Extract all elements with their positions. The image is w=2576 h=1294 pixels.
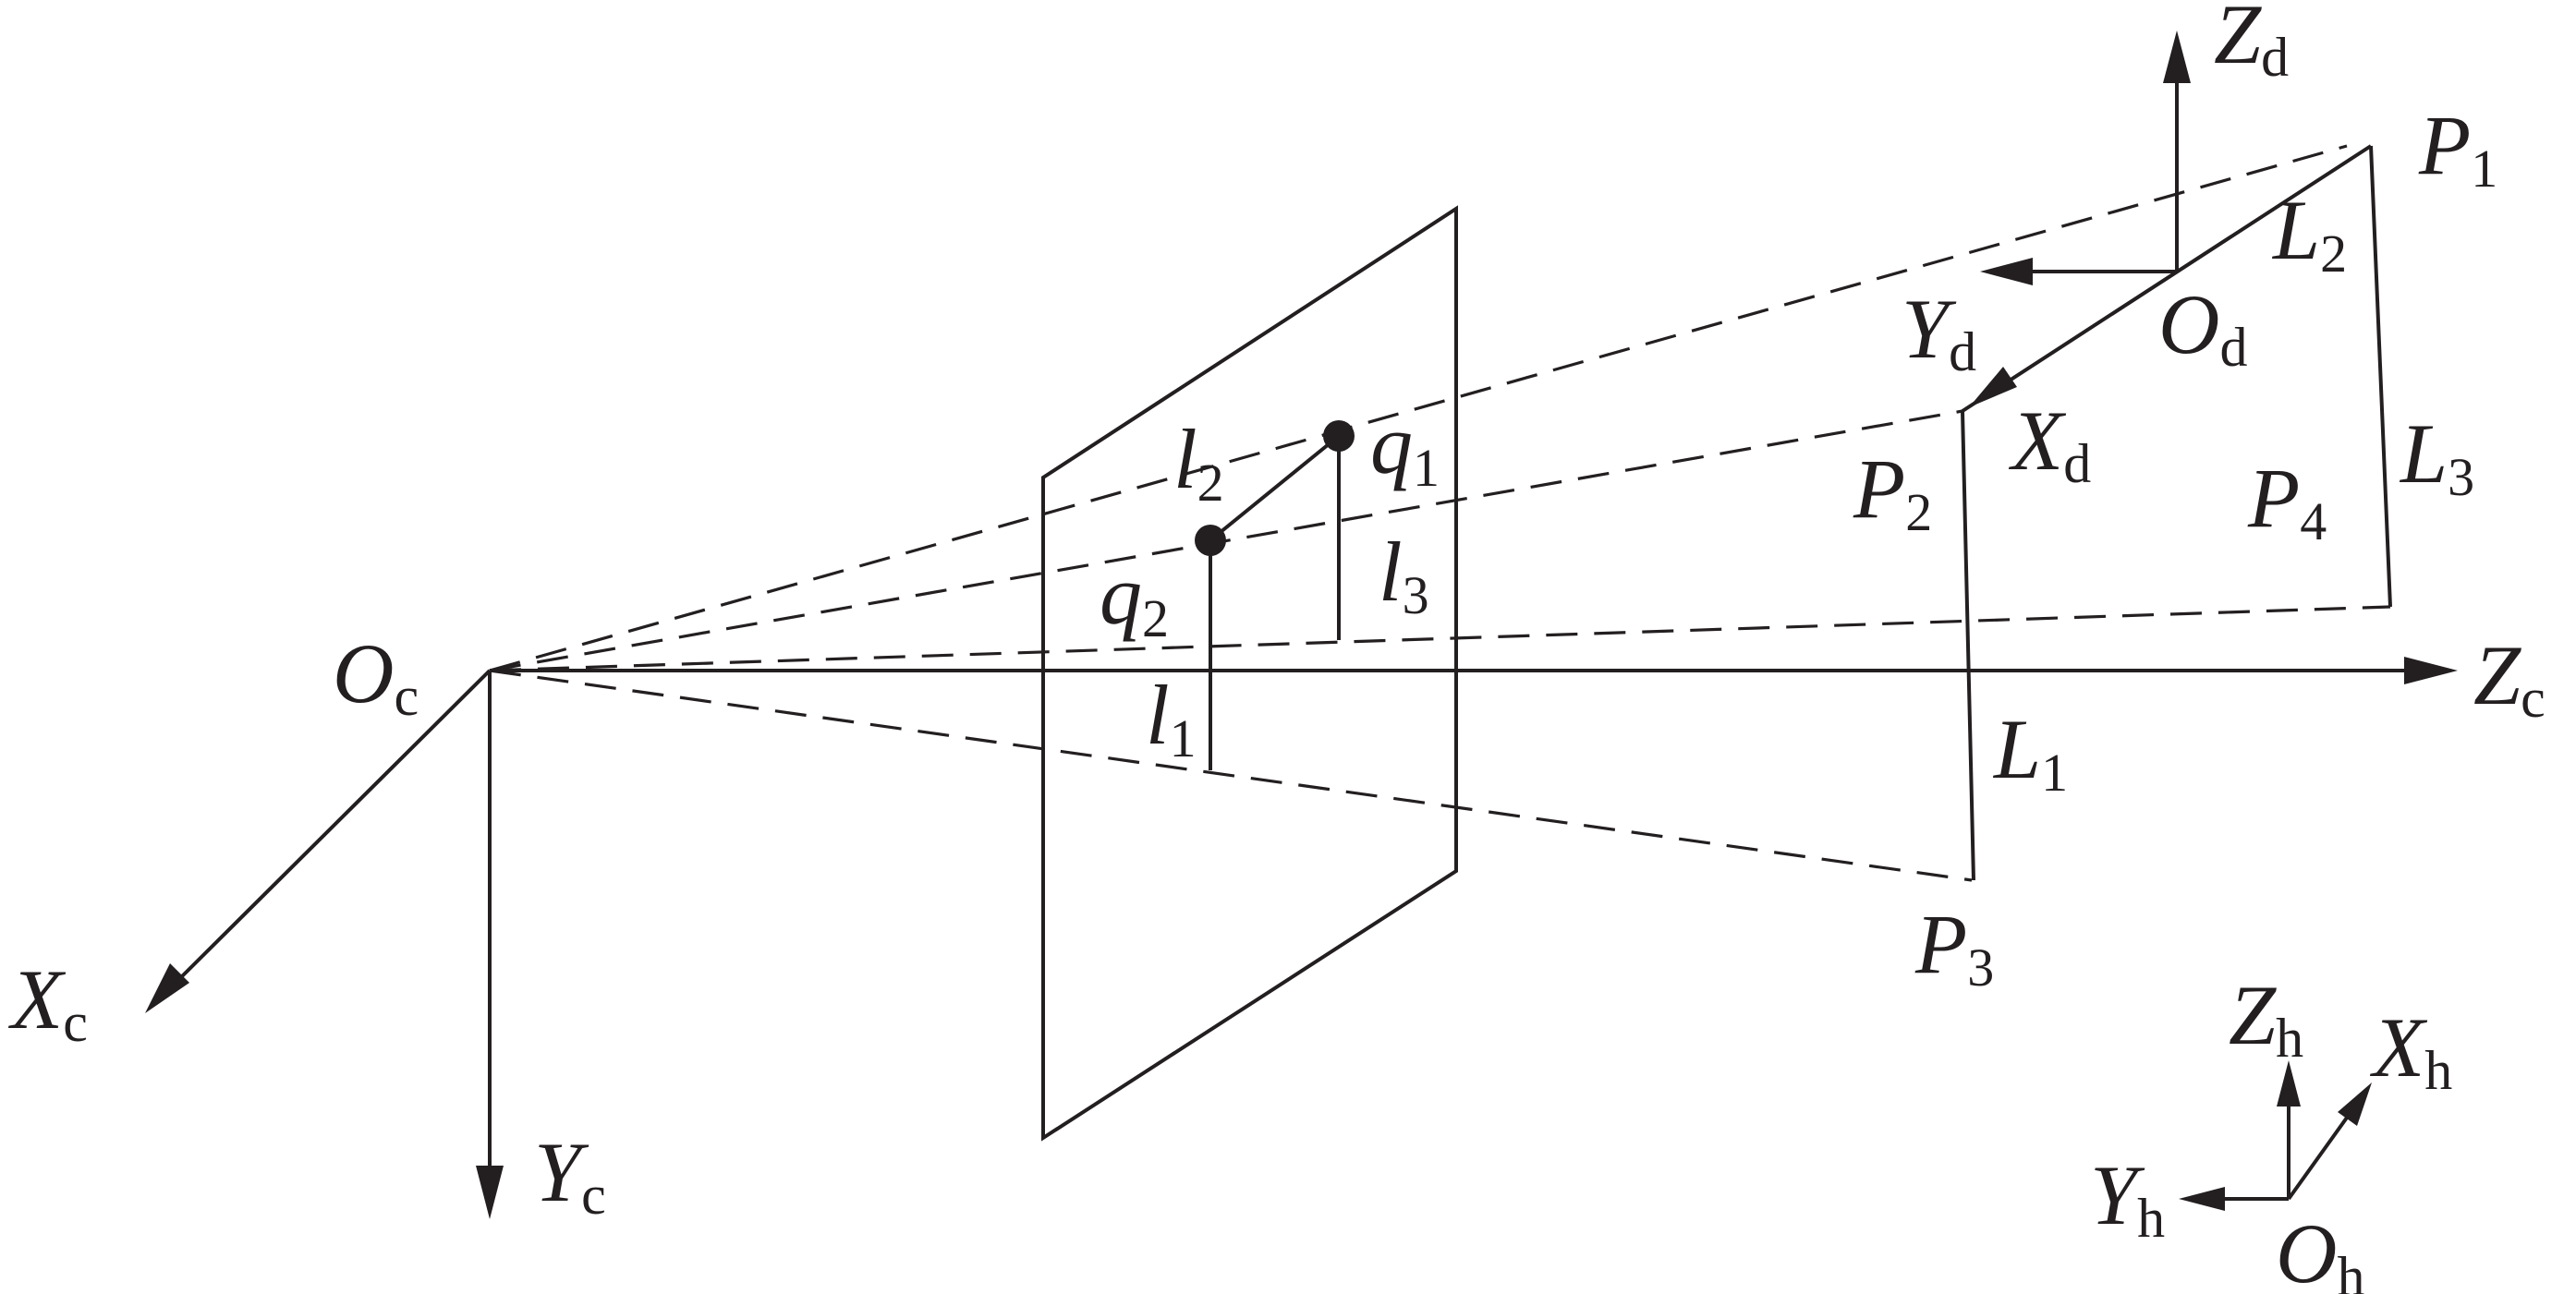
arrowhead-Yd: [1980, 258, 2033, 285]
label-P1: P1: [2418, 98, 2497, 199]
label-Xd: Xd: [2008, 393, 2091, 494]
point-q2: [1195, 525, 1226, 556]
point-q1: [1323, 420, 1355, 452]
projection-line-p4: [489, 605, 2391, 672]
label-L1: L1: [1992, 702, 2068, 803]
label-l3: l3: [1379, 525, 1429, 625]
axis-Xc: [174, 669, 492, 985]
arrowhead-Zc: [2404, 657, 2458, 684]
arrowhead-Zh: [2277, 1060, 2301, 1107]
projection-line-p3: [489, 669, 1973, 882]
arrowhead-Xh: [2338, 1082, 2372, 1126]
label-Oh: Oh: [2276, 1206, 2364, 1294]
label-Yh: Yh: [2090, 1148, 2165, 1249]
label-l2: l2: [1173, 412, 1224, 513]
line-l2: [1209, 434, 1341, 542]
arrowhead-Xc: [145, 963, 189, 1013]
arrowhead-Xd: [1969, 367, 2017, 407]
label-Xc: Xc: [7, 952, 88, 1053]
line-L2: [1961, 144, 2373, 413]
label-Od: Od: [2158, 277, 2247, 378]
projection-line-p2: [489, 409, 1963, 672]
arrowhead-Zd: [2163, 30, 2191, 83]
label-q2: q2: [1100, 548, 1169, 648]
arrowhead-Yh: [2179, 1187, 2225, 1211]
label-P4: P4: [2247, 451, 2327, 551]
label-Yd: Yd: [1902, 282, 1976, 382]
label-Oc: Oc: [333, 626, 419, 727]
label-Zd: Zd: [2214, 0, 2289, 88]
arrowhead-Yc: [476, 1166, 504, 1219]
axis-Xh: [2287, 1116, 2349, 1201]
label-P2: P2: [1853, 441, 1932, 542]
label-Yc: Yc: [534, 1125, 606, 1226]
label-Zc: Zc: [2473, 628, 2546, 729]
line-L3: [2369, 145, 2392, 608]
label-L3: L3: [2399, 406, 2474, 507]
label-P3: P3: [1914, 897, 1994, 998]
label-q1: q1: [1370, 397, 1440, 498]
label-Zh: Zh: [2229, 968, 2303, 1069]
line-L1: [1961, 410, 1975, 881]
image-plane: [1041, 205, 1458, 1142]
label-L2: L2: [2271, 183, 2347, 284]
projection-line-p1: [489, 144, 2348, 672]
label-Xh: Xh: [2369, 1000, 2452, 1101]
label-l1: l1: [1146, 668, 1197, 768]
